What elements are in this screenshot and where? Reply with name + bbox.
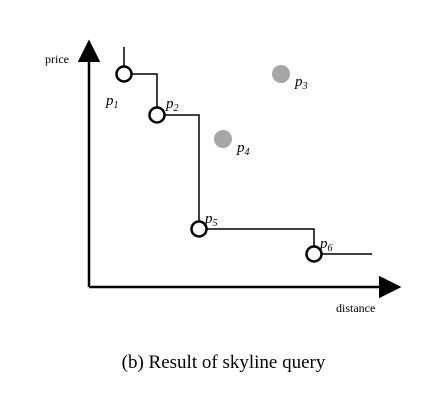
point-p6-marker	[305, 245, 323, 263]
point-p1-label: p1	[105, 93, 119, 111]
x-axis-label: distance	[336, 301, 375, 315]
figure-caption: (b) Result of skyline query	[121, 352, 326, 373]
point-p6-label: p6	[319, 236, 333, 254]
point-p4-marker	[214, 130, 232, 148]
point-p5-marker	[190, 220, 208, 238]
point-p5-label: p5	[204, 211, 218, 229]
point-p2-marker	[148, 106, 166, 124]
y-axis-label: price	[45, 52, 69, 66]
point-p3-label: p3	[294, 74, 308, 92]
point-p4-label: p4	[236, 140, 250, 158]
point-p2-label: p2	[165, 96, 179, 114]
point-p1-marker	[115, 65, 133, 83]
point-p3-marker	[272, 65, 290, 83]
